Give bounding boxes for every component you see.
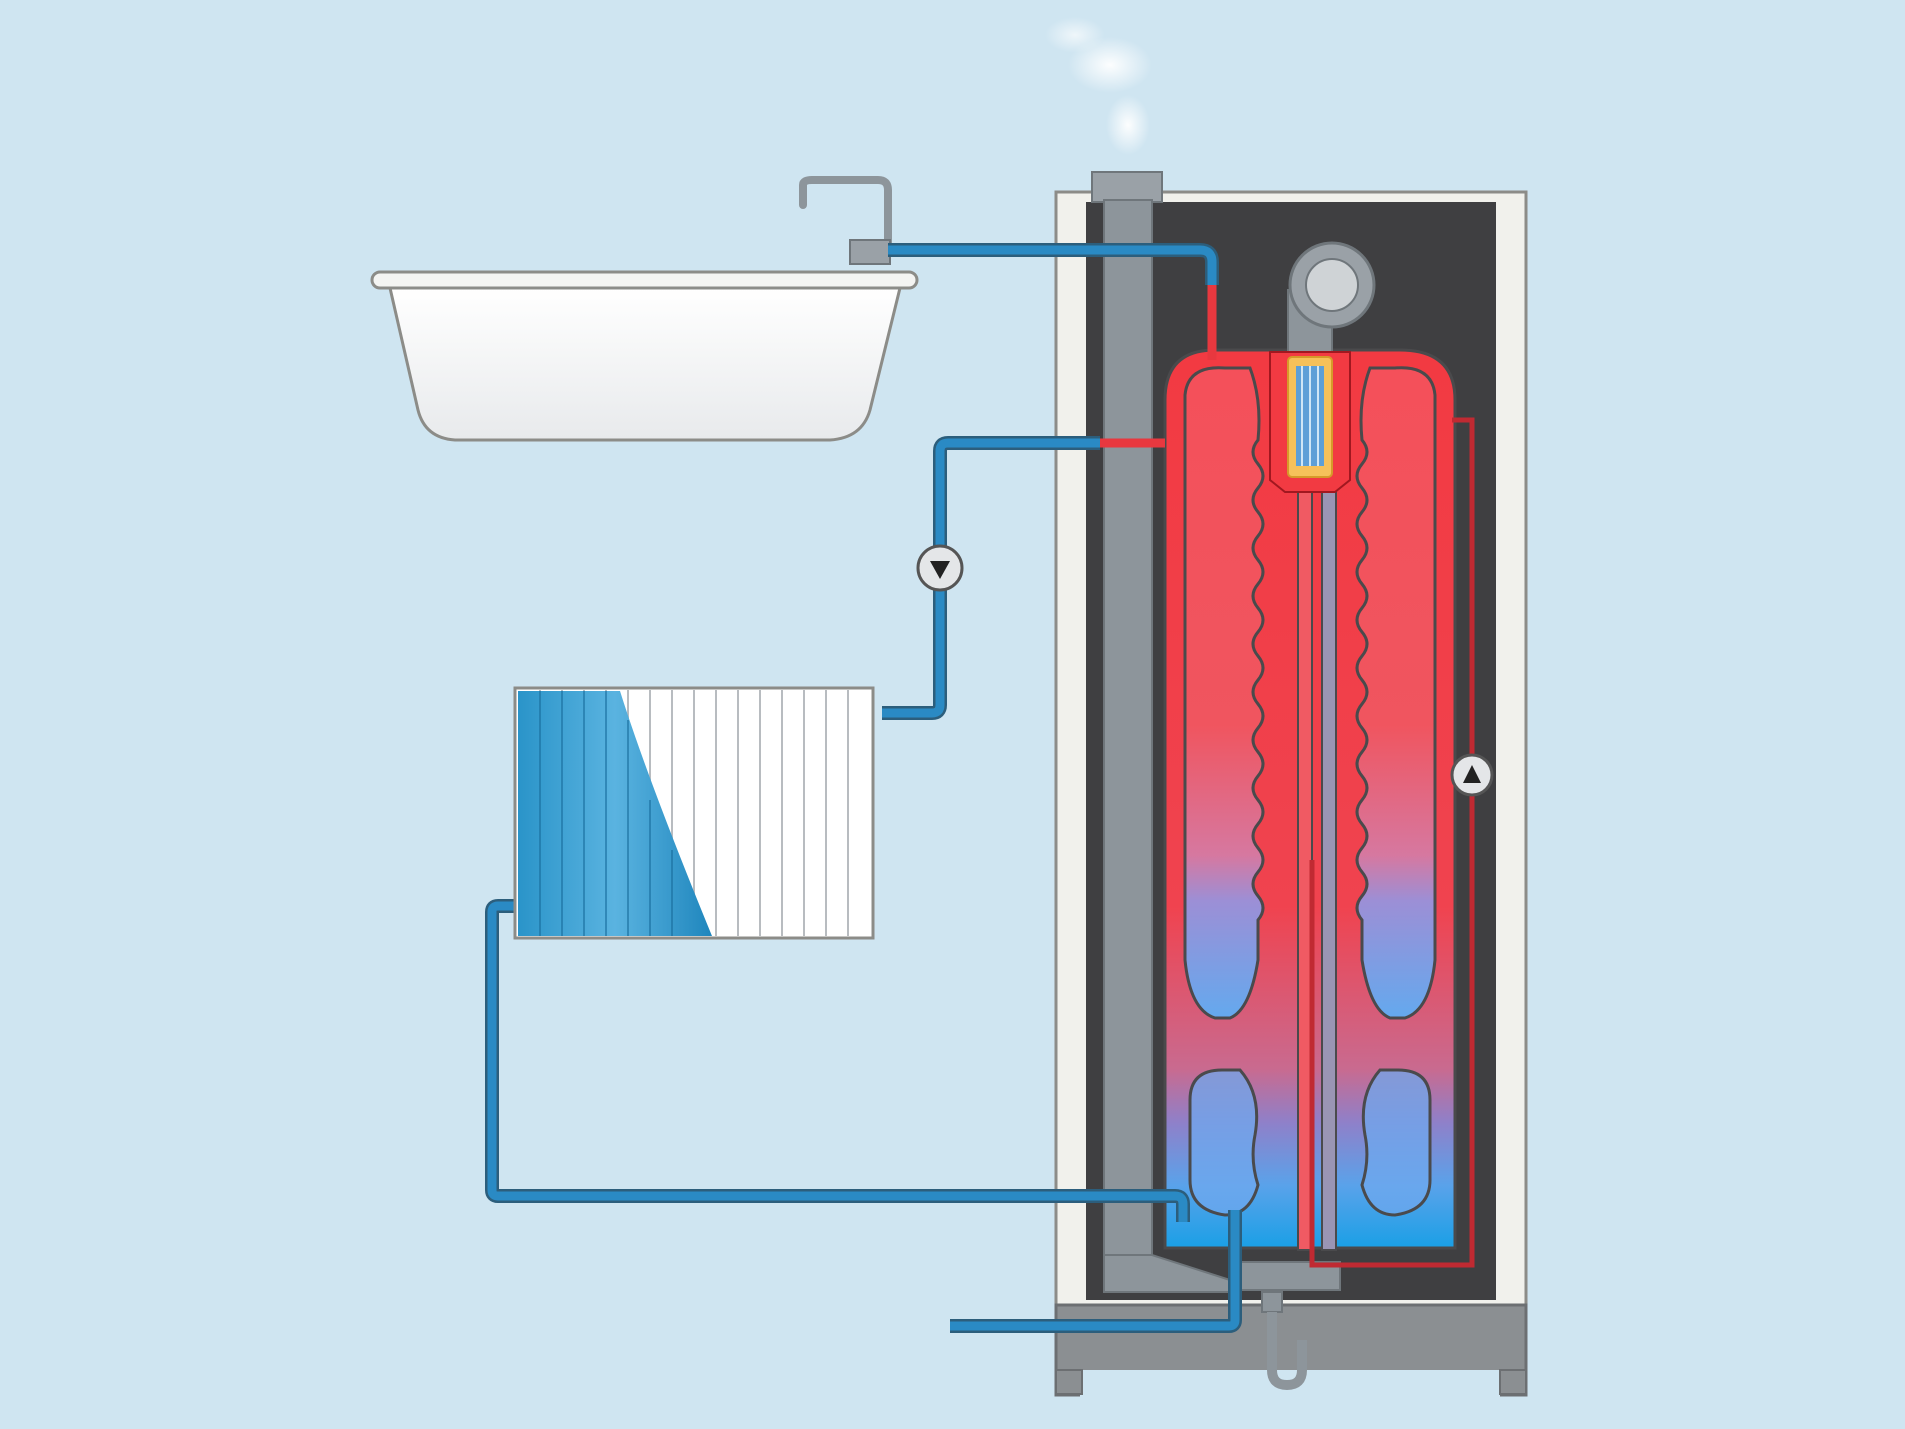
- faucet-icon: [799, 176, 892, 265]
- lower-chamber-right: [1360, 1068, 1432, 1217]
- drain-trap-icon: [1261, 1291, 1307, 1391]
- hot-water-feed: [1100, 280, 1217, 448]
- radiator-icon: [513, 686, 875, 940]
- flue-pipe-icon: [1091, 171, 1341, 1293]
- pump-icon: [1450, 753, 1494, 797]
- heat-exchanger-right: [1355, 366, 1437, 1020]
- sink-icon: [370, 270, 919, 442]
- pump-icon: [916, 544, 964, 592]
- boiler-circulation-loop: [1309, 417, 1475, 1268]
- burner-icon: [1269, 351, 1351, 493]
- blower-fan-icon: [1287, 241, 1376, 361]
- storage-tank: [1163, 348, 1457, 1251]
- lower-chamber-left: [1188, 1068, 1260, 1217]
- steam-plume: [1045, 17, 1152, 155]
- heat-exchanger-left: [1183, 366, 1265, 1020]
